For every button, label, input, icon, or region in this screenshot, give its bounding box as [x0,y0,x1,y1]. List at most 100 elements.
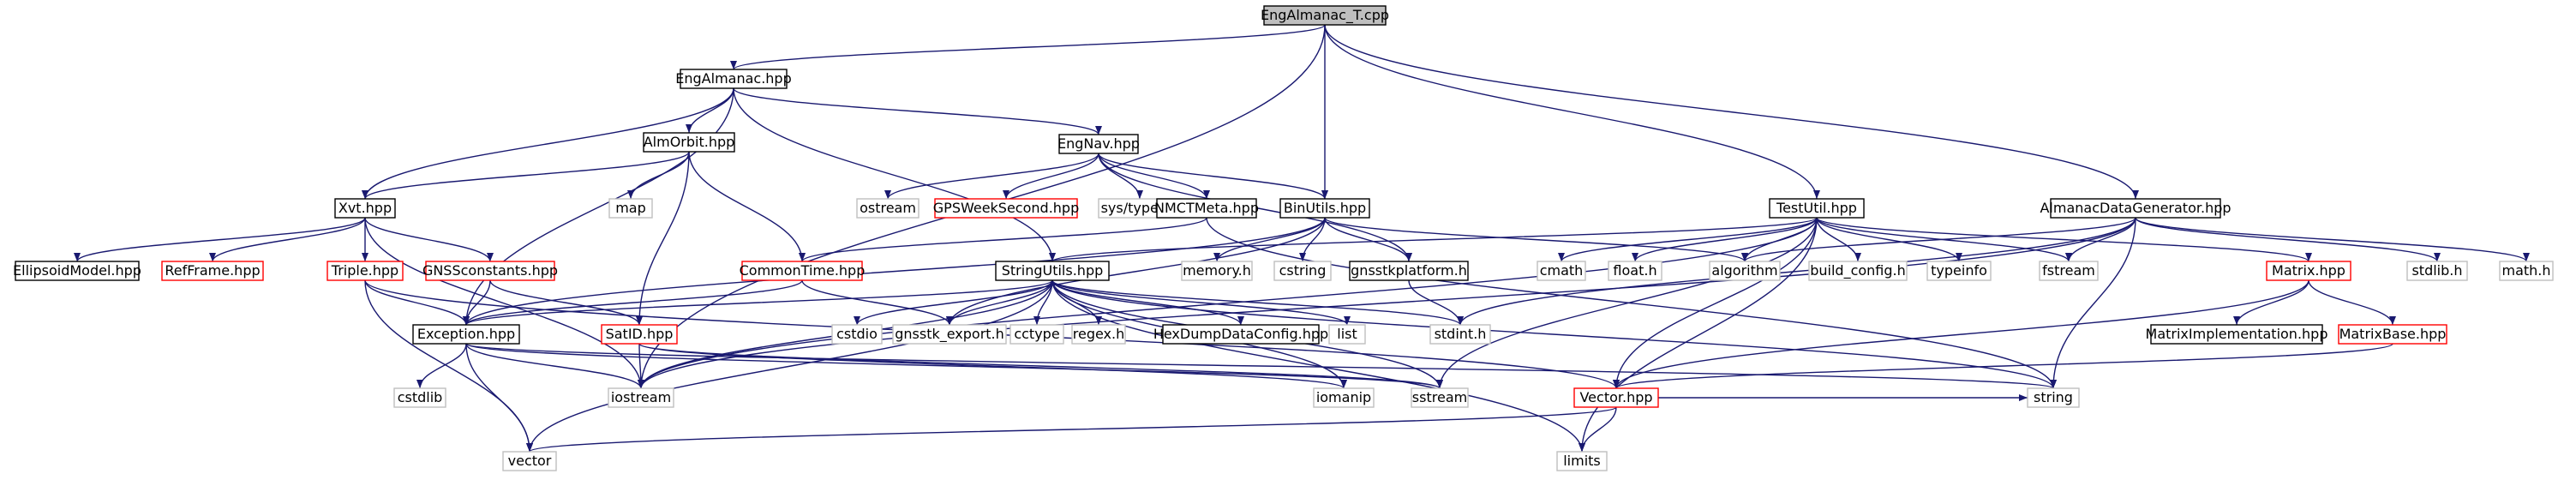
node-label: Exception.hpp [417,326,515,342]
node-nmctmeta-hpp[interactable]: NMCTMeta.hpp [1154,198,1259,219]
edge-testutil-hpp-to-limits [1579,217,1818,453]
node-gpsweeksecond-hpp[interactable]: GPSWeekSecond.hpp [933,198,1079,219]
node-box [1328,324,1366,345]
node-vector-hpp[interactable]: Vector.hpp [1573,387,1659,408]
node-label: MatrixImplementation.hpp [2146,326,2328,342]
node-cctype: cctype [1009,324,1064,345]
edge-matrixbase-hpp-to-vector-hpp [1613,343,2393,389]
node-fstream: fstream [2039,261,2099,281]
edge-almanacdatagenerator-hpp-to-string [2050,217,2136,389]
node-commontime-hpp[interactable]: CommonTime.hpp [740,261,866,281]
edge-engalmanac-t-cpp-to-almanacdatagenerator-hpp [1324,24,2139,200]
node-binutils-hpp[interactable]: BinUtils.hpp [1279,198,1370,219]
node-list: list [1328,324,1366,345]
node-label: EllipsoidModel.hpp [13,262,141,279]
node-stdint-h: stdint.h [1429,324,1491,345]
node-ellipsoidmodel-hpp[interactable]: EllipsoidModel.hpp [13,261,141,281]
node-box [1709,261,1781,281]
node-engalmanac-t-cpp: EngAlmanac_T.cpp [1261,5,1389,26]
node-gnssconstants-hpp[interactable]: GNSSconstants.hpp [422,261,558,281]
node-box [995,261,1110,281]
edge-engnav-hpp-to-ostream [884,153,1099,200]
node-ostream: ostream [856,198,920,219]
node-gnsstkplatform-h[interactable]: gnsstkplatform.h [1349,261,1469,281]
node-box [1573,387,1659,408]
edge-almanacdatagenerator-hpp-to-math-h [2135,217,2530,262]
node-label: math.h [2501,262,2550,279]
node-label: cstdio [836,326,878,342]
node-box [1429,324,1491,345]
edge-almorbit-hpp-to-satid-hpp [636,151,690,326]
edge-almorbit-hpp-to-commontime-hpp [688,151,806,262]
node-box [2150,324,2323,345]
edge-stringutils-hpp-to-gnsstk-export-h [946,279,1053,326]
node-matrix-hpp[interactable]: Matrix.hpp [2266,261,2351,281]
node-exception-hpp[interactable]: Exception.hpp [412,324,520,345]
node-label: map [615,200,646,216]
node-label: GPSWeekSecond.hpp [933,200,1079,216]
node-stringutils-hpp[interactable]: StringUtils.hpp [995,261,1110,281]
node-triple-hpp[interactable]: Triple.hpp [326,261,404,281]
node-box [425,261,555,281]
node-label: AlmOrbit.hpp [644,134,735,150]
edge-matrix-hpp-to-matriximplementation-hpp [2233,279,2309,326]
edge-stringutils-hpp-to-list [1051,279,1351,326]
node-box [2027,387,2080,408]
node-label: vector [508,453,552,469]
node-satid-hpp[interactable]: SatID.hpp [601,324,678,345]
node-label: BinUtils.hpp [1284,200,1366,216]
edge-almanacdatagenerator-hpp-to-fstream [2065,217,2136,262]
node-box [1313,387,1375,408]
node-label: cmath [1540,262,1584,279]
node-engnav-hpp[interactable]: EngNav.hpp [1057,134,1140,154]
node-matrixbase-hpp[interactable]: MatrixBase.hpp [2338,324,2447,345]
node-cstring: cstring [1273,261,1332,281]
node-typeinfo: typeinfo [1926,261,1992,281]
node-box [1349,261,1469,281]
node-label: stdint.h [1435,326,1487,342]
node-box [741,261,863,281]
node-box [2266,261,2351,281]
node-testutil-hpp[interactable]: TestUtil.hpp [1769,198,1865,219]
edge-testutil-hpp-to-typeinfo [1816,217,1962,262]
node-label: algorithm [1711,262,1777,279]
node-stdlib-h: stdlib.h [2406,261,2468,281]
node-matriximplementation-hpp[interactable]: MatrixImplementation.hpp [2146,324,2328,345]
node-box [1926,261,1992,281]
edge-almanacdatagenerator-hpp-to-algorithm [1741,217,2136,262]
node-label: memory.h [1183,262,1251,279]
node-label: RefFrame.hpp [165,262,260,279]
edge-gnsstkplatform-h-to-stdint-h [1408,279,1464,326]
edge-stringutils-hpp-to-vector [526,279,1053,453]
edge-engalmanac-t-cpp-to-testutil-hpp [1324,24,1820,200]
node-hexdumpdataconfig-hpp[interactable]: HexDumpDataConfig.hpp [1153,324,1328,345]
node-label: NMCTMeta.hpp [1154,200,1259,216]
node-refframe-hpp[interactable]: RefFrame.hpp [161,261,264,281]
node-label: Matrix.hpp [2272,262,2345,279]
node-engalmanac-hpp[interactable]: EngAlmanac.hpp [675,69,792,89]
node-algorithm: algorithm [1709,261,1781,281]
node-xvt-hpp[interactable]: Xvt.hpp [334,198,396,219]
edge-exception-hpp-to-sstream [465,343,1443,389]
node-label: GNSSconstants.hpp [422,262,558,279]
node-almanacdatagenerator-hpp[interactable]: AlmanacDataGenerator.hpp [2040,198,2232,219]
edge-satid-hpp-to-iostream [637,343,644,389]
edge-binutils-hpp-to-algorithm [1324,217,1748,262]
edge-xvt-hpp-to-ellipsoidmodel-hpp [74,217,366,262]
node-box [161,261,264,281]
node-box [2039,261,2099,281]
node-label: EngAlmanac.hpp [675,70,791,87]
node-label: stdlib.h [2411,262,2462,279]
node-almorbit-hpp[interactable]: AlmOrbit.hpp [643,132,735,153]
edge-engnav-hpp-to-nmctmeta-hpp [1098,153,1210,200]
node-box [412,324,520,345]
edge-testutil-hpp-to-vector-hpp [1613,217,1818,389]
edge-binutils-hpp-to-exception-hpp [463,217,1326,326]
dependency-edges [74,24,2530,453]
node-box [1058,134,1139,154]
node-label: regex.h [1073,326,1124,342]
node-label: Xvt.hpp [338,200,392,216]
node-box [1162,324,1320,345]
edge-stringutils-hpp-to-cstdio [854,279,1053,326]
edge-xvt-hpp-to-refframe-hpp [209,217,366,262]
